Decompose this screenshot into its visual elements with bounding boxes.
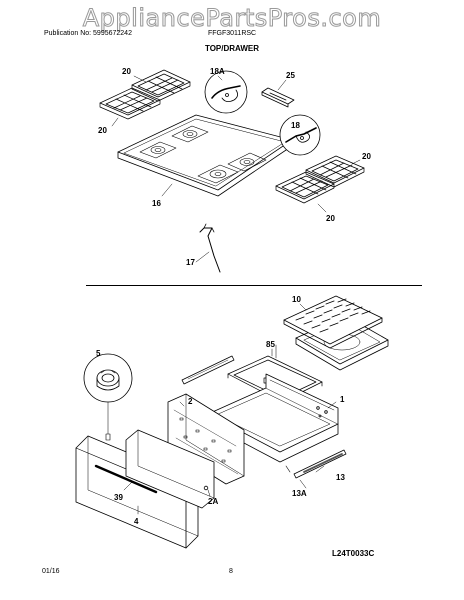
drawer-slide-upper (181, 355, 235, 385)
part-17-wire (195, 223, 221, 273)
callout-13: 13 (336, 473, 345, 482)
callout-4: 4 (134, 517, 139, 526)
part-25-bracket (261, 79, 295, 108)
publication-number: Publication No: 5995672242 (44, 30, 132, 37)
callout-18a: 18A (210, 67, 225, 76)
watermark: AppliancePartsPros.com (82, 4, 382, 33)
section-divider (86, 285, 422, 286)
callout-2a: 2A (208, 497, 218, 506)
cooktop-part (117, 114, 293, 197)
callout-20-left: 20 (98, 126, 107, 135)
leader-lines-bottom (123, 303, 337, 515)
part-18-inset (279, 114, 321, 156)
callout-5: 5 (96, 349, 101, 358)
callout-13a: 13A (292, 489, 307, 498)
callout-20-upper: 20 (122, 67, 131, 76)
callout-18: 18 (291, 121, 300, 130)
diagram-code: L24T0033C (332, 549, 375, 558)
callout-16: 16 (152, 199, 161, 208)
part-5-inset (83, 353, 133, 441)
callout-1: 1 (340, 395, 345, 404)
callout-25: 25 (286, 71, 295, 80)
callout-17: 17 (186, 258, 195, 267)
callout-10: 10 (292, 295, 301, 304)
callout-20-lower: 20 (326, 214, 335, 223)
callout-85: 85 (266, 340, 275, 349)
callout-39: 39 (114, 493, 123, 502)
part-18a-inset (204, 70, 248, 114)
drawer-rail-part (285, 449, 347, 489)
broiler-pan-part (283, 295, 389, 371)
section-title: TOP/DRAWER (204, 44, 260, 53)
callout-2: 2 (188, 397, 193, 406)
grate-lower-right (275, 155, 365, 204)
footer-page-number: 8 (229, 568, 233, 575)
grate-upper-left (99, 69, 191, 120)
model-number: FFGF3011RSC (208, 30, 257, 37)
drawer-liner-part (125, 429, 215, 509)
leader-lines-top (111, 75, 361, 213)
callout-20-right: 20 (362, 152, 371, 161)
footer-date: 01/16 (42, 568, 60, 575)
drawer-body-part (207, 373, 339, 463)
